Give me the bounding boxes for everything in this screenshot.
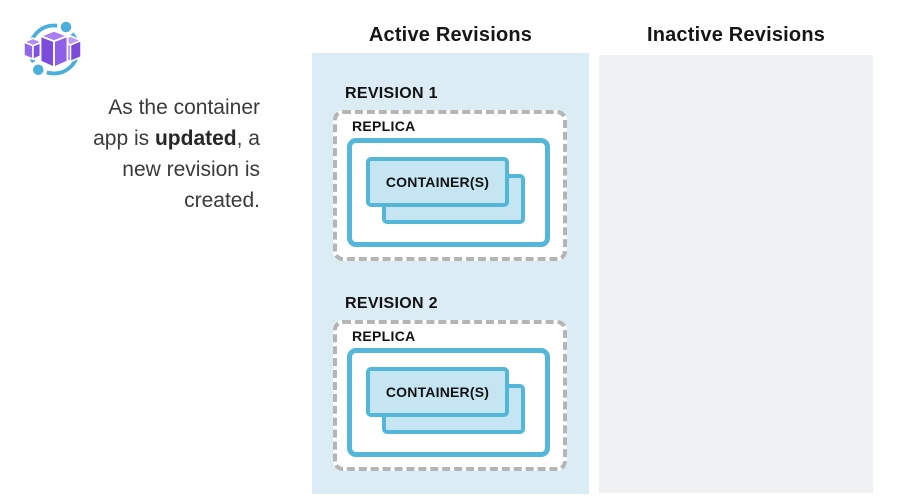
- revision-1-replica-boundary: CONTAINER(S): [347, 138, 550, 247]
- intro-line-1: As the container: [108, 96, 260, 119]
- revision-2-container-label: CONTAINER(S): [385, 384, 490, 400]
- active-revisions-header: Active Revisions: [368, 24, 533, 46]
- revision-2-block: REVISION 2 REPLICA CONTAINER(S): [333, 295, 567, 471]
- revision-2-replica-boundary: CONTAINER(S): [347, 348, 550, 457]
- intro-bold-word: updated: [154, 127, 237, 150]
- revision-2-container-front-card: CONTAINER(S): [366, 367, 509, 417]
- revision-1-container-front-card: CONTAINER(S): [366, 157, 509, 207]
- intro-line-3: new revision is: [122, 158, 260, 181]
- revision-2-label: REVISION 2: [345, 295, 438, 312]
- intro-line-4: created.: [184, 189, 260, 212]
- revision-2-boundary: REPLICA CONTAINER(S): [333, 320, 567, 471]
- revision-2-replica-label: REPLICA: [352, 328, 416, 344]
- revision-1-boundary: REPLICA CONTAINER(S): [333, 110, 567, 261]
- revision-1-label: REVISION 1: [345, 85, 438, 102]
- inactive-revisions-header: Inactive Revisions: [646, 24, 826, 46]
- intro-line-2: app is updated, a: [93, 127, 260, 150]
- revision-1-replica-label: REPLICA: [352, 118, 416, 134]
- container-apps-icon: [18, 12, 90, 84]
- revision-1-container-label: CONTAINER(S): [385, 174, 490, 190]
- revision-1-block: REVISION 1 REPLICA CONTAINER(S): [333, 85, 567, 261]
- intro-text: As the container app is updated, a new r…: [14, 92, 260, 216]
- inactive-revisions-panel: [599, 55, 873, 493]
